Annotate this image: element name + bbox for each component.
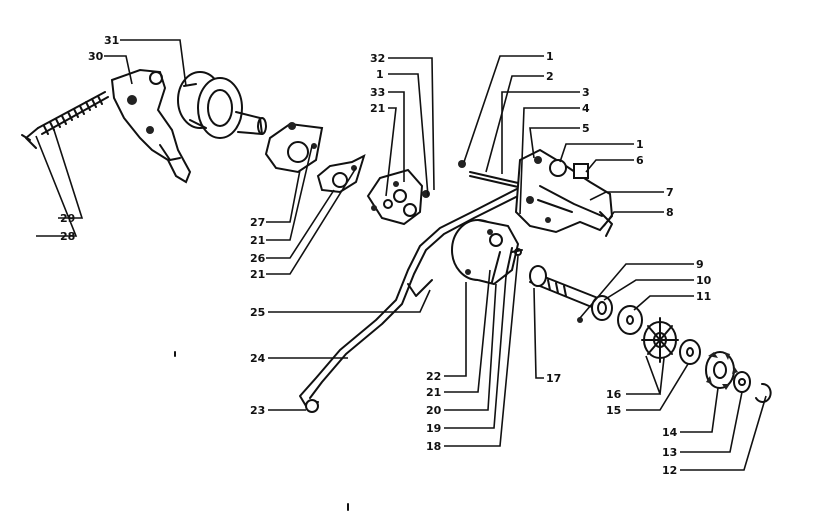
callout-32: 32: [370, 52, 385, 65]
pins-part: [491, 247, 522, 283]
drum-part: [177, 71, 267, 139]
callout-13: 13: [662, 446, 677, 459]
callout-21-b: 21: [250, 234, 265, 247]
callout-22: 22: [426, 370, 441, 383]
callout-21-a: 21: [370, 102, 385, 115]
callout-2: 2: [546, 70, 554, 83]
callout-17: 17: [546, 372, 561, 385]
callout-11: 11: [696, 290, 711, 303]
leader-lines: [35, 39, 767, 471]
actuator-rod-part: [299, 171, 555, 413]
callout-25: 25: [250, 306, 265, 319]
gear-14-part: [705, 351, 738, 390]
callout-3: 3: [582, 86, 590, 99]
callout-30: 30: [88, 50, 104, 63]
small-cam-part: [316, 154, 366, 194]
cam-bracket-part: [264, 122, 324, 174]
callout-24: 24: [250, 352, 266, 365]
washer-13-part: [733, 371, 751, 393]
callout-14: 14: [662, 426, 678, 439]
callout-9: 9: [696, 258, 704, 271]
spring-part: [21, 91, 109, 149]
top-bracket-part: [458, 148, 614, 237]
callout-labels: 31 30 29 28 27 21 26 21 32 1 33 21 1 2 3…: [60, 34, 712, 477]
callout-7: 7: [666, 186, 674, 199]
callout-8: 8: [666, 206, 674, 219]
callout-21-d: 21: [426, 386, 441, 399]
callout-19: 19: [426, 422, 441, 435]
callout-28: 28: [60, 230, 75, 243]
bushing-part: [577, 295, 613, 323]
callout-23: 23: [250, 404, 265, 417]
callout-1-c: 1: [636, 138, 644, 151]
callout-1-a: 1: [376, 68, 384, 81]
callout-4: 4: [582, 102, 590, 115]
callout-15: 15: [606, 404, 621, 417]
washer-11-part: [617, 305, 643, 335]
retaining-clip-part: [755, 382, 772, 403]
star-gear-part: [641, 317, 679, 363]
stray-marks: [174, 351, 349, 511]
lever-plate-part: [110, 68, 192, 184]
callout-1-b: 1: [546, 50, 554, 63]
callout-16: 16: [606, 388, 622, 401]
washer-15-part: [679, 339, 701, 365]
callout-18: 18: [426, 440, 441, 453]
callout-33: 33: [370, 86, 385, 99]
callout-10: 10: [696, 274, 712, 287]
callout-27: 27: [250, 216, 265, 229]
callout-29: 29: [60, 212, 75, 225]
perforated-plate-part: [366, 168, 430, 226]
callout-12: 12: [662, 464, 677, 477]
callout-21-c: 21: [250, 268, 265, 281]
callout-6: 6: [636, 154, 644, 167]
callout-26: 26: [250, 252, 266, 265]
callout-20: 20: [426, 404, 442, 417]
callout-31: 31: [104, 34, 119, 47]
callout-5: 5: [582, 122, 590, 135]
